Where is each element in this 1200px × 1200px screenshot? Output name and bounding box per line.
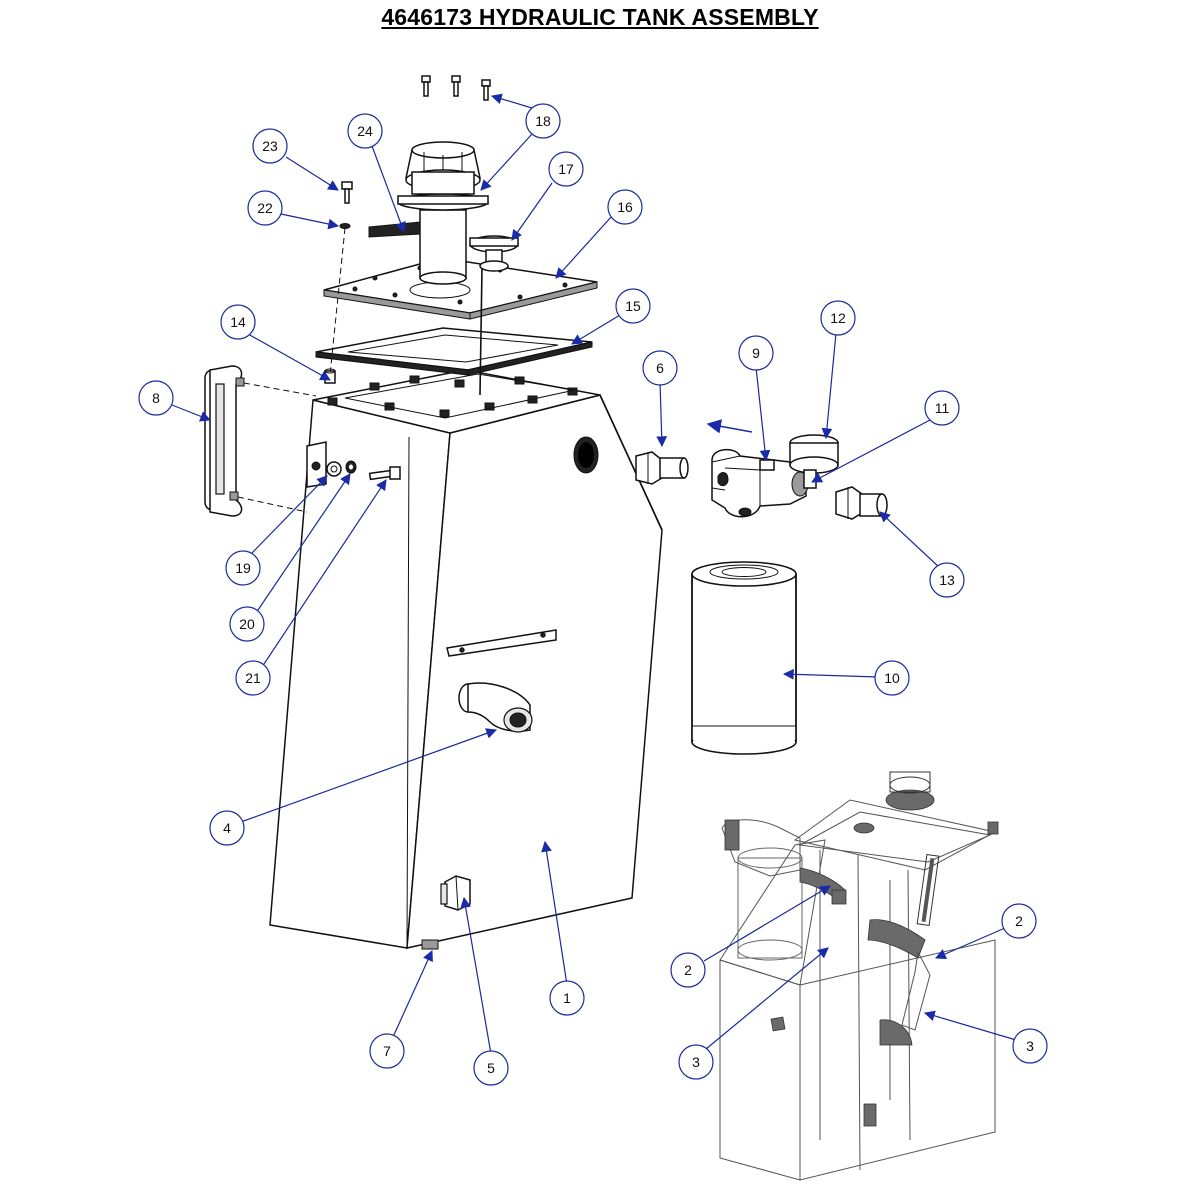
svg-text:23: 23 bbox=[262, 138, 278, 154]
adapter-fitting bbox=[635, 451, 689, 485]
callout-8: 8 bbox=[138, 380, 174, 416]
svg-text:4: 4 bbox=[223, 820, 231, 836]
filler-breather-cap bbox=[397, 141, 489, 285]
cover-plate bbox=[323, 257, 598, 320]
svg-text:17: 17 bbox=[558, 161, 574, 177]
callout-4: 4 bbox=[209, 810, 245, 846]
callout-15: 15 bbox=[615, 288, 651, 324]
callout-21: 21 bbox=[235, 660, 271, 696]
svg-text:21: 21 bbox=[245, 670, 261, 686]
svg-text:18: 18 bbox=[535, 113, 551, 129]
hydraulic-tank-body bbox=[269, 369, 663, 950]
callout-17: 17 bbox=[548, 151, 584, 187]
svg-text:2: 2 bbox=[684, 962, 692, 978]
svg-text:6: 6 bbox=[656, 360, 664, 376]
svg-text:16: 16 bbox=[617, 199, 633, 215]
callout-13: 13 bbox=[929, 562, 965, 598]
svg-text:13: 13 bbox=[939, 572, 955, 588]
callout-3a: 3 bbox=[678, 1044, 714, 1080]
svg-text:10: 10 bbox=[884, 670, 900, 686]
leader-lines bbox=[171, 93, 1017, 1055]
callout-2b: 2 bbox=[1001, 903, 1037, 939]
callout-2a: 2 bbox=[670, 952, 706, 988]
svg-text:3: 3 bbox=[1026, 1038, 1034, 1054]
svg-text:14: 14 bbox=[230, 314, 246, 330]
callout-10: 10 bbox=[874, 660, 910, 696]
filter-element bbox=[691, 561, 797, 755]
svg-text:22: 22 bbox=[257, 200, 273, 216]
sight-gauge bbox=[204, 365, 245, 517]
callout-5: 5 bbox=[473, 1050, 509, 1086]
svg-text:7: 7 bbox=[383, 1043, 391, 1059]
svg-text:5: 5 bbox=[487, 1060, 495, 1076]
breather-knob bbox=[469, 235, 519, 272]
svg-text:3: 3 bbox=[692, 1054, 700, 1070]
callout-24: 24 bbox=[347, 113, 383, 149]
pressure-gauge bbox=[789, 434, 839, 489]
callout-12: 12 bbox=[820, 300, 856, 336]
svg-text:20: 20 bbox=[239, 616, 255, 632]
svg-text:12: 12 bbox=[830, 310, 846, 326]
ghosted-tank-view bbox=[719, 771, 999, 1181]
callout-18: 18 bbox=[525, 103, 561, 139]
gasket bbox=[315, 327, 593, 376]
callout-9: 9 bbox=[738, 335, 774, 371]
callout-16: 16 bbox=[607, 189, 643, 225]
svg-text:24: 24 bbox=[357, 123, 373, 139]
callout-7: 7 bbox=[369, 1033, 405, 1069]
outlet-fitting bbox=[835, 486, 888, 520]
svg-text:19: 19 bbox=[235, 560, 251, 576]
svg-text:11: 11 bbox=[935, 400, 950, 416]
svg-text:2: 2 bbox=[1015, 913, 1023, 929]
svg-text:1: 1 bbox=[563, 990, 571, 1006]
callout-11: 11 bbox=[924, 390, 960, 426]
callout-19: 19 bbox=[225, 550, 261, 586]
callout-14: 14 bbox=[220, 304, 256, 340]
callout-23: 23 bbox=[252, 128, 288, 164]
callout-6: 6 bbox=[642, 350, 678, 386]
callout-20: 20 bbox=[229, 606, 265, 642]
diagram-title: 4646173 HYDRAULIC TANK ASSEMBLY bbox=[381, 4, 819, 30]
callout-3b: 3 bbox=[1012, 1028, 1048, 1064]
callout-22: 22 bbox=[247, 190, 283, 226]
callout-1: 1 bbox=[549, 980, 585, 1016]
svg-text:15: 15 bbox=[625, 298, 641, 314]
svg-text:8: 8 bbox=[152, 390, 160, 406]
svg-text:9: 9 bbox=[752, 345, 760, 361]
